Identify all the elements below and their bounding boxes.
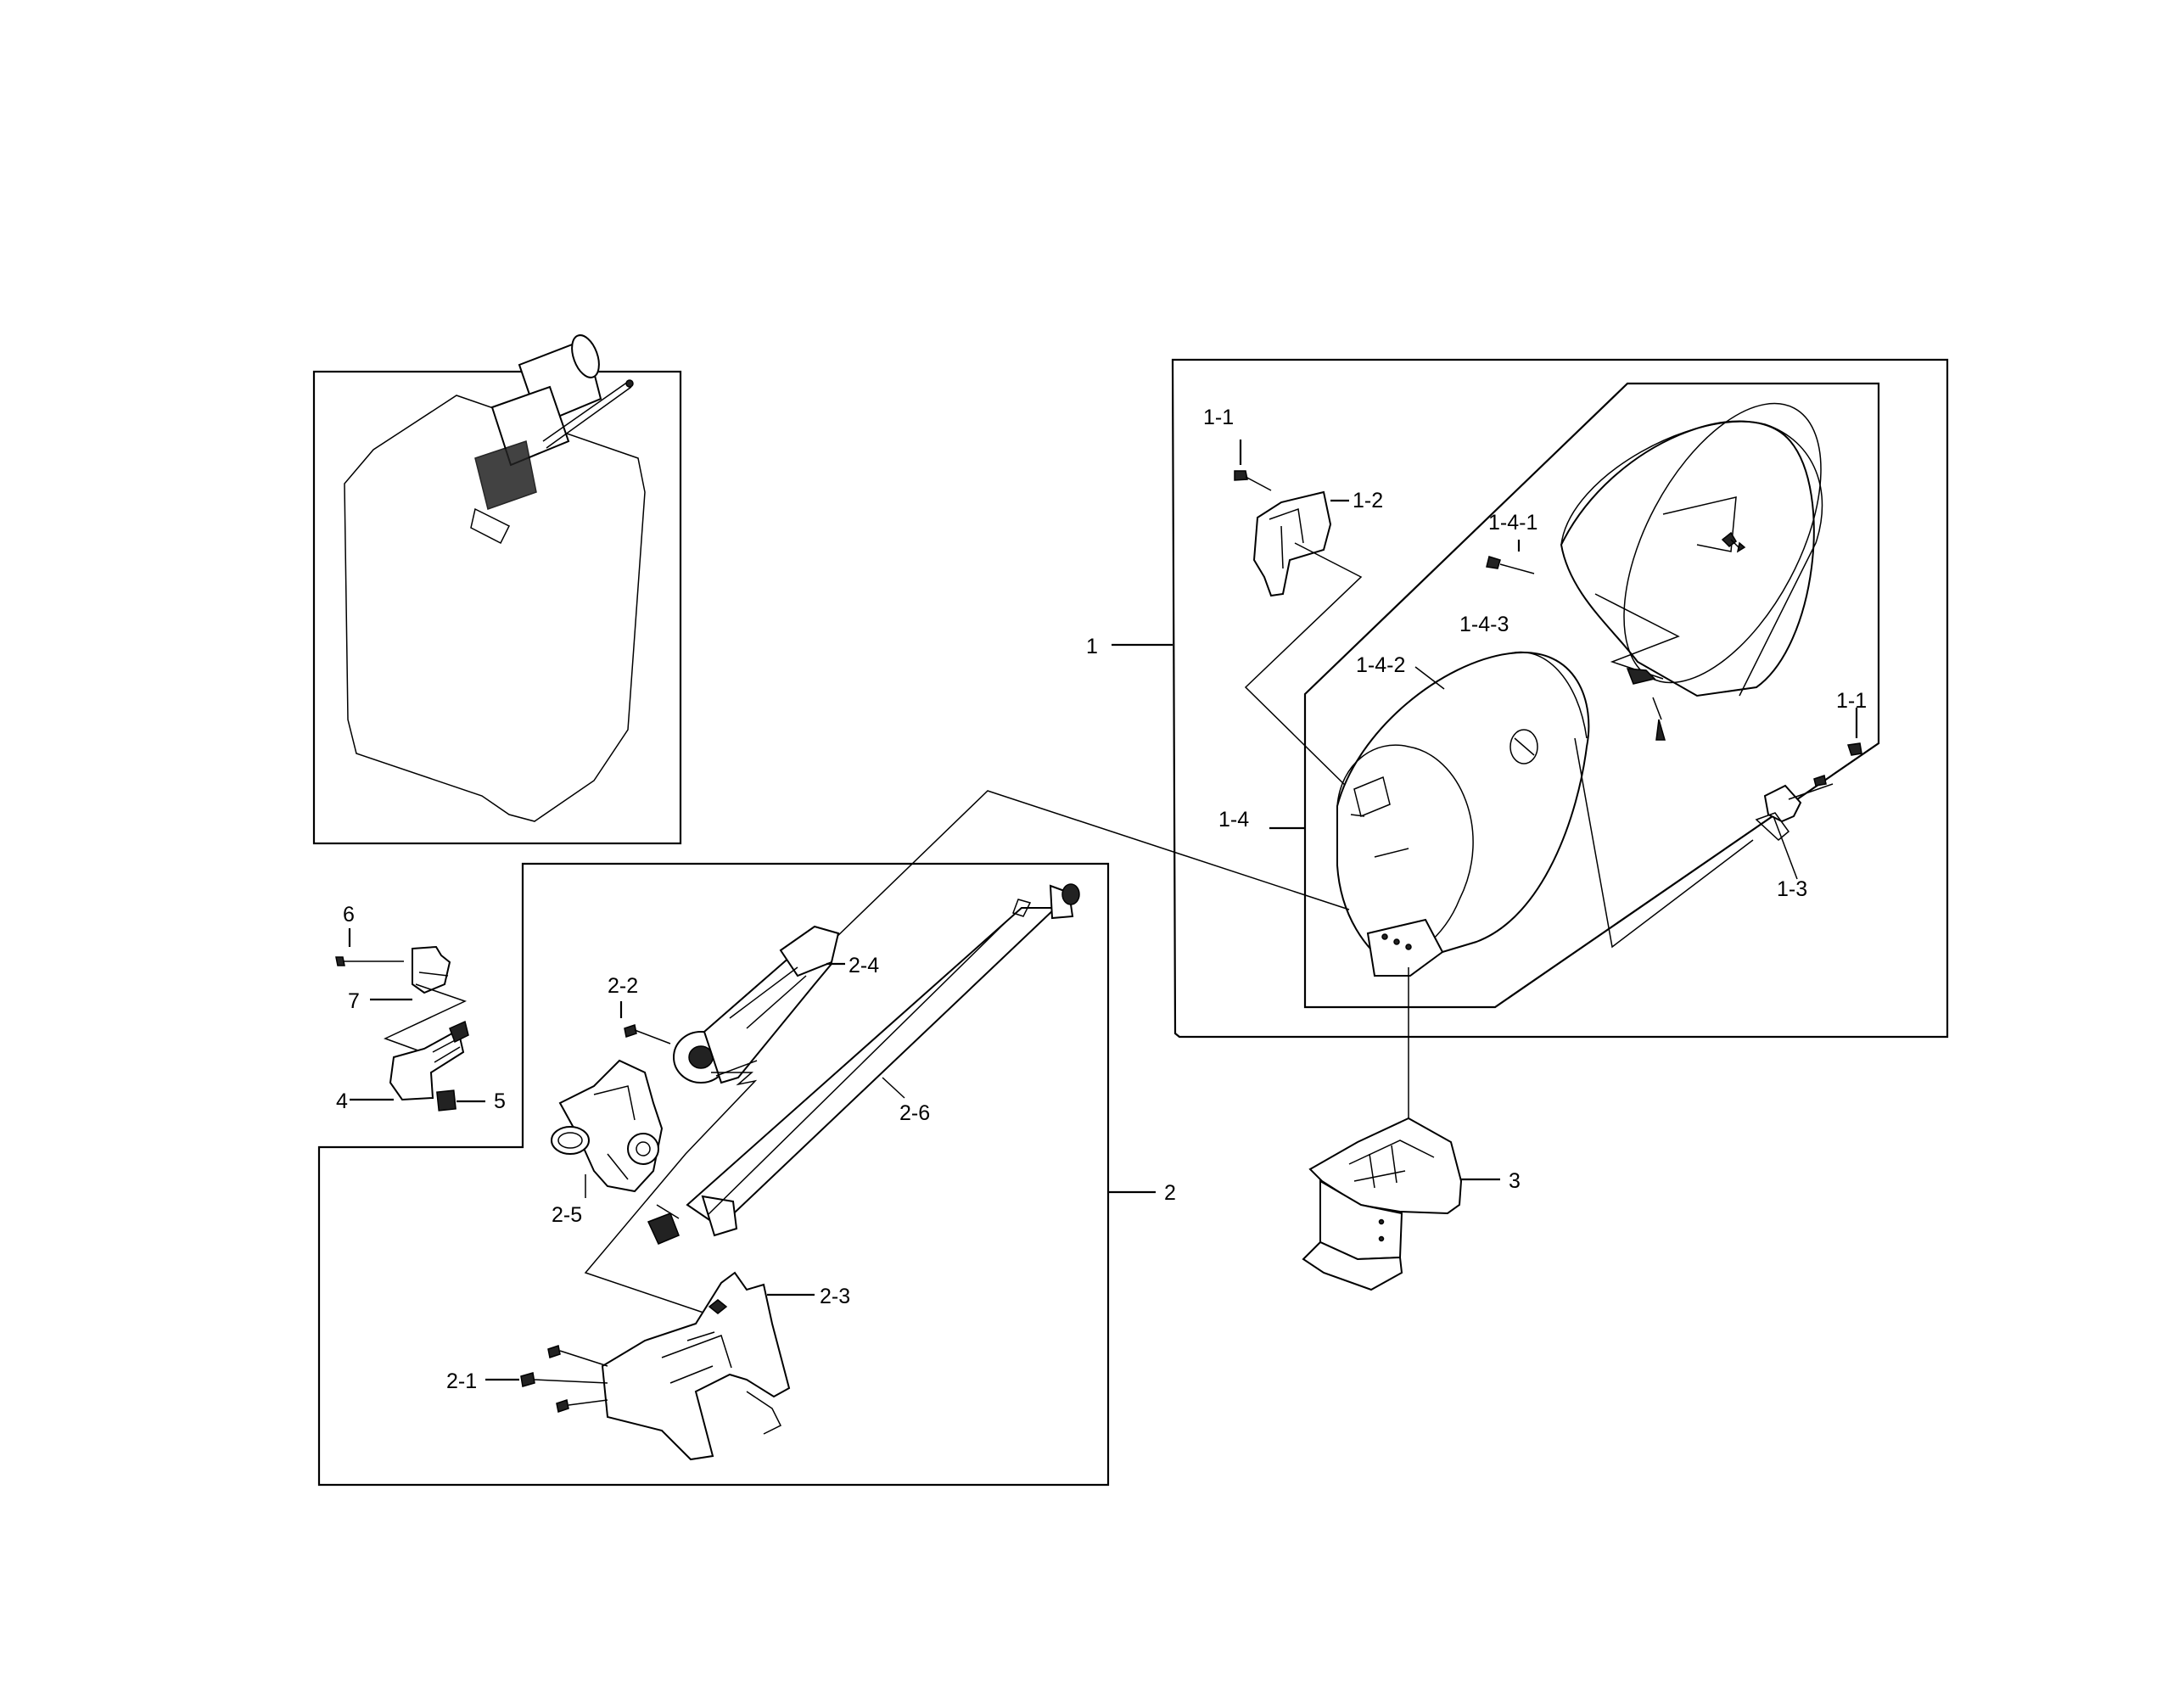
label-2-1: 2-1: [446, 1369, 477, 1393]
label-2-4: 2-4: [849, 954, 879, 977]
small-parts-cluster: [335, 928, 485, 1112]
label-1: 1: [1086, 635, 1098, 658]
label-1-1-right: 1-1: [1836, 689, 1867, 713]
label-7: 7: [348, 989, 360, 1013]
label-1-3: 1-3: [1777, 877, 1807, 901]
label-6: 6: [343, 903, 355, 927]
part-2-4-igniter: [673, 925, 845, 1084]
label-1-4-2: 1-4-2: [1356, 653, 1405, 677]
label-5: 5: [494, 1089, 506, 1113]
part-3-bracket: [1302, 1117, 1500, 1291]
part-2-5-gas-valve: [551, 1059, 680, 1245]
assembly-overview-inset: [312, 334, 682, 845]
group-1-connector-line: [1574, 737, 1754, 949]
drum-screw-mid: [1652, 697, 1666, 741]
part-1-2-bracket: [1244, 490, 1363, 795]
burner-connector-line: [584, 1072, 758, 1314]
label-4: 4: [336, 1089, 348, 1113]
part-2-3-burner-bracket: [601, 1271, 815, 1461]
part-1-3-sensor: [1755, 783, 1834, 880]
part-1-4-2-drum: [1336, 651, 1590, 977]
callout-labels: 1 1-1 1-2 1-4-1 1-4-3 1-4-2 1-4 1-1 1-3 …: [336, 406, 1867, 1393]
label-2: 2: [1164, 1181, 1176, 1205]
part-1-4-3-rear-shroud: [1560, 402, 1823, 697]
label-2-5: 2-5: [552, 1203, 582, 1227]
burner-assembly-thumbnail: [470, 334, 634, 545]
label-1-4-1: 1-4-1: [1488, 511, 1537, 535]
burner-to-drum-line: [831, 790, 1350, 943]
group-2-frame: [317, 862, 1156, 1487]
part-1-4-1-screw: [1486, 531, 1740, 574]
label-1-4-3: 1-4-3: [1459, 613, 1509, 636]
label-1-1-top: 1-1: [1203, 406, 1234, 429]
label-2-6: 2-6: [899, 1101, 930, 1125]
label-3: 3: [1509, 1169, 1521, 1193]
label-2-2: 2-2: [608, 974, 638, 998]
part-1-1-screw-right: [1813, 708, 1862, 787]
label-1-4: 1-4: [1218, 808, 1249, 832]
part-2-1-screws: [485, 1345, 608, 1413]
label-2-3: 2-3: [820, 1285, 850, 1308]
label-1-2: 1-2: [1353, 489, 1383, 512]
group-1-frame: [1112, 358, 1949, 1039]
part-1-1-screw-top: [1234, 440, 1272, 491]
part-2-6-burner-tube: [686, 883, 1080, 1237]
part-2-2-screw: [619, 1001, 671, 1044]
